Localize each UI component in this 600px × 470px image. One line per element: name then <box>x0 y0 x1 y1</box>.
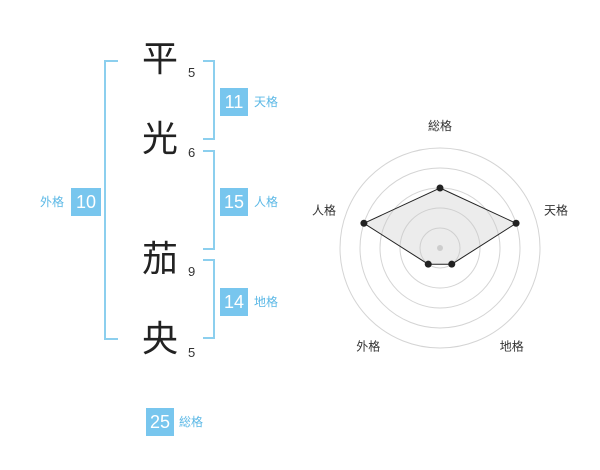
tenkaku-value-badge: 11 <box>220 88 248 116</box>
name-char-3: 茄 <box>141 239 178 280</box>
radar-series-polygon <box>362 187 518 265</box>
stroke-count-2: 6 <box>188 145 196 160</box>
radar-point-0 <box>436 184 444 192</box>
stroke-count-4: 5 <box>188 345 196 360</box>
radar-point-4 <box>360 219 368 227</box>
name-char-4: 央 <box>141 319 178 360</box>
radar-axis-label-0: 総格 <box>428 118 452 133</box>
name-char-1: 平 <box>141 39 178 80</box>
radar-axis-label-1: 天格 <box>544 202 568 217</box>
soukaku-label: 総格 <box>179 415 204 429</box>
jinkaku-value-badge: 15 <box>220 188 248 216</box>
radar-axis-label-3: 外格 <box>356 339 380 354</box>
stroke-count-3: 9 <box>188 264 196 279</box>
radar-center-dot <box>437 245 443 251</box>
gaikaku-label: 外格 <box>40 195 65 209</box>
radar-axis-label-2: 地格 <box>500 339 524 354</box>
radar-grid <box>339 147 541 349</box>
gaikaku-bracket <box>104 60 118 340</box>
jinkaku-label: 人格 <box>254 195 279 209</box>
chikaku-bracket <box>203 259 215 339</box>
tenkaku-bracket <box>203 60 215 140</box>
stroke-count-1: 5 <box>188 65 196 80</box>
tenkaku-label: 天格 <box>254 95 279 109</box>
radar-point-1 <box>512 219 520 227</box>
radar-point-2 <box>448 260 456 268</box>
name-char-2: 光 <box>141 119 178 160</box>
jinkaku-bracket <box>203 150 215 250</box>
chikaku-value-badge: 14 <box>220 288 248 316</box>
radar-axis-label-4: 人格 <box>312 202 336 217</box>
soukaku-value-badge: 25 <box>146 408 174 436</box>
chikaku-label: 地格 <box>254 295 279 309</box>
radar-series <box>360 184 520 268</box>
gaikaku-value-badge: 10 <box>71 188 101 216</box>
radar-point-3 <box>424 260 432 268</box>
